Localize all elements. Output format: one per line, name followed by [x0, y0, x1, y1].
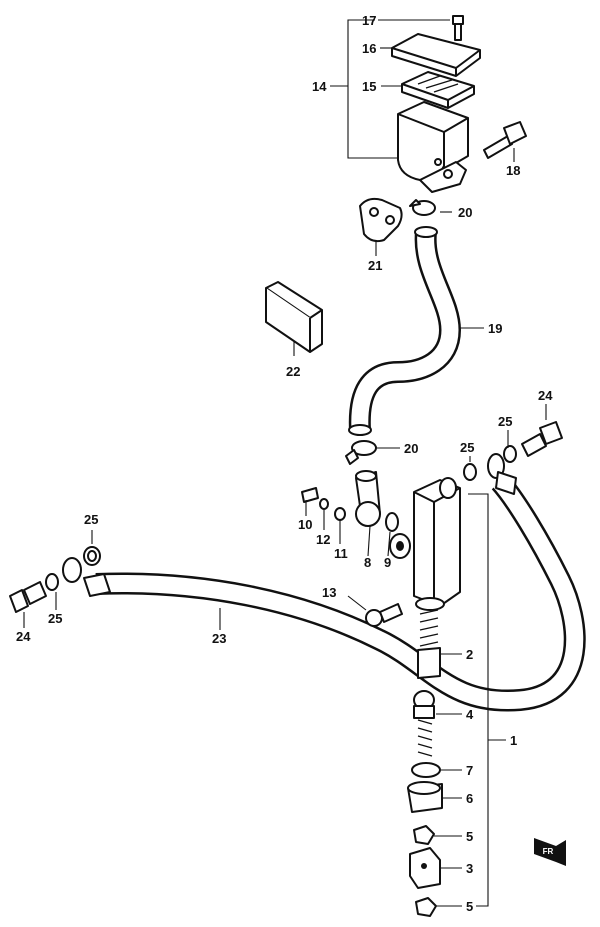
callout-16: 16: [362, 41, 376, 56]
reservoir-assembly: [330, 15, 527, 193]
callout-1: 1: [510, 733, 517, 748]
callout-10: 10: [298, 517, 312, 532]
inlet-fitting: [355, 470, 381, 527]
callout-24-left: 24: [16, 629, 31, 644]
callout-22: 22: [286, 364, 300, 379]
callout-21: 21: [368, 258, 382, 273]
callout-12: 12: [316, 532, 330, 547]
o-ring: [385, 512, 399, 532]
piston-spring-stack: [407, 609, 443, 917]
callout-8: 8: [364, 555, 371, 570]
brake-hose-long: [95, 474, 586, 712]
hose-clamp-lower: [345, 440, 377, 465]
reservoir-cap: [391, 33, 481, 77]
cap-screw: [452, 15, 464, 41]
callout-15: 15: [362, 79, 376, 94]
callout-6: 6: [466, 791, 473, 806]
front-direction-badge: FR: [534, 838, 566, 866]
callout-17: 17: [362, 13, 376, 28]
callout-20-lower: 20: [404, 441, 418, 456]
callout-labels: 17 16 14 15 18 20 21 19 22 24 25 25 20 1…: [16, 13, 553, 914]
callout-25-right: 25: [498, 414, 512, 429]
assembly-bracket: [468, 493, 489, 907]
mounting-bolt: [365, 603, 403, 627]
callout-11: 11: [334, 546, 348, 561]
rubber-pad: [265, 281, 323, 353]
callout-7: 7: [466, 763, 473, 778]
front-badge-text: FR: [543, 847, 554, 856]
callout-5-upper: 5: [466, 829, 473, 844]
callout-14: 14: [312, 79, 327, 94]
right-hose-fittings: [463, 421, 563, 495]
callout-5-lower: 5: [466, 899, 473, 914]
callout-2: 2: [466, 647, 473, 662]
left-hose-fittings: [9, 546, 111, 613]
callout-4: 4: [466, 707, 474, 722]
callout-25-center: 25: [460, 440, 474, 455]
callout-3: 3: [466, 861, 473, 876]
banjo-bolt: [483, 121, 527, 159]
mounting-plate: [359, 197, 403, 243]
callout-20-upper: 20: [458, 205, 472, 220]
callout-24-right: 24: [538, 388, 553, 403]
master-cylinder: [389, 477, 461, 611]
callout-13: 13: [322, 585, 336, 600]
reservoir-hose: [348, 226, 461, 436]
leader-lines-top: [293, 19, 515, 356]
callout-9: 9: [384, 555, 391, 570]
leader-lines-lower: [23, 404, 547, 907]
callout-23: 23: [212, 631, 226, 646]
callout-19: 19: [488, 321, 502, 336]
callout-25-left-bottom: 25: [48, 611, 62, 626]
screw-washer-set: [301, 487, 346, 521]
callout-25-left-top: 25: [84, 512, 98, 527]
hose-clamp-upper: [409, 199, 436, 216]
callout-18: 18: [506, 163, 520, 178]
